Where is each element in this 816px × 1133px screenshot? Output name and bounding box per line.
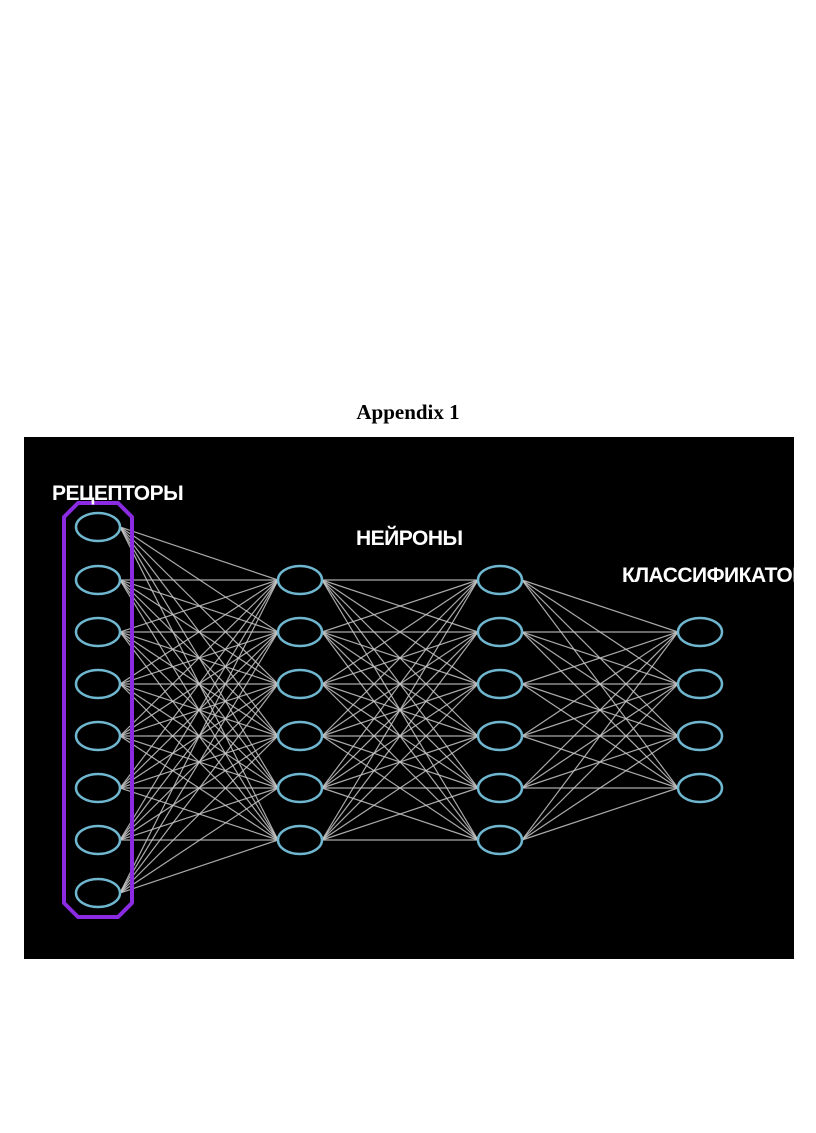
network-node	[476, 564, 524, 596]
nodes-group	[74, 511, 724, 909]
network-node	[74, 720, 122, 752]
connection-edge	[321, 735, 479, 841]
network-node	[676, 720, 724, 752]
neurons-label: НЕЙРОНЫ	[356, 526, 463, 550]
neural-network-diagram: РЕЦЕПТОРЫ НЕЙРОНЫ КЛАССИФИКАТОРЫ	[24, 437, 794, 959]
connection-edge	[119, 839, 279, 894]
appendix-title: Appendix 1	[356, 400, 460, 424]
connection-edge	[321, 579, 479, 633]
connection-edge	[321, 579, 479, 841]
network-node	[676, 772, 724, 804]
connection-edge	[321, 579, 479, 789]
neural-network-figure: РЕЦЕПТОРЫ НЕЙРОНЫ КЛАССИФИКАТОРЫ	[24, 437, 794, 959]
connection-edge	[321, 631, 479, 841]
network-node	[276, 772, 324, 804]
receptors-highlight-frame	[62, 501, 134, 919]
connection-edge	[321, 787, 479, 841]
connection-edge	[119, 735, 279, 894]
connection-edge	[119, 787, 279, 894]
network-node	[276, 824, 324, 856]
network-node	[476, 616, 524, 648]
network-node	[476, 824, 524, 856]
connection-edge	[521, 631, 679, 789]
network-node	[476, 668, 524, 700]
network-node	[276, 668, 324, 700]
network-node	[276, 564, 324, 596]
network-node	[676, 668, 724, 700]
connection-edge	[119, 579, 279, 789]
connection-edge	[119, 631, 279, 894]
network-node	[74, 511, 122, 543]
connection-edge	[119, 579, 279, 633]
classifiers-label: КЛАССИФИКАТОРЫ	[622, 564, 794, 587]
connection-edge	[321, 683, 479, 841]
network-node	[276, 616, 324, 648]
connection-edge	[521, 579, 679, 633]
connection-edge	[119, 683, 279, 894]
network-node	[676, 616, 724, 648]
connection-edge	[119, 579, 279, 685]
network-node	[476, 772, 524, 804]
connection-edge	[321, 579, 479, 685]
receptors-label: РЕЦЕПТОРЫ	[52, 482, 183, 505]
connection-edge	[321, 579, 479, 737]
connections-group	[119, 526, 679, 894]
connection-edge	[521, 631, 679, 685]
connection-edge	[119, 579, 279, 737]
network-node	[476, 720, 524, 752]
receptor-highlight-group	[62, 501, 134, 919]
connection-edge	[521, 631, 679, 841]
network-node	[276, 720, 324, 752]
network-node	[74, 668, 122, 700]
network-node	[74, 616, 122, 648]
network-node	[74, 877, 122, 909]
connection-edge	[521, 735, 679, 841]
connection-edge	[119, 526, 279, 581]
network-node	[74, 824, 122, 856]
connection-edge	[119, 579, 279, 894]
network-node	[74, 772, 122, 804]
connection-edge	[521, 683, 679, 841]
network-node	[74, 564, 122, 596]
connection-edge	[521, 631, 679, 737]
connection-edge	[521, 787, 679, 841]
connection-edge	[119, 579, 279, 841]
